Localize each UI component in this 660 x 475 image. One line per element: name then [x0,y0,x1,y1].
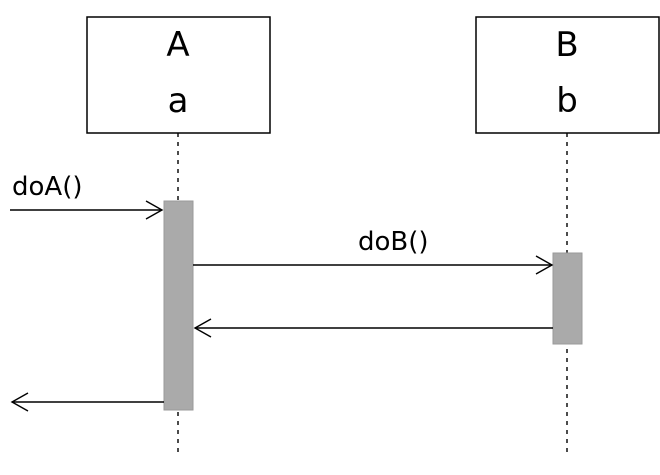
return-a-out-arrowhead [10,392,29,412]
participant-b-instance: b [556,81,578,121]
activation-bar-a [163,200,194,411]
activation-bar-b [552,252,583,345]
return-b-to-a-arrowhead [193,318,212,338]
message-doA-arrowhead [145,200,164,220]
participant-a-box [86,16,271,134]
participant-b-type: B [555,25,578,65]
participant-b-box [475,16,660,134]
message-doB-label: doB() [358,227,429,257]
message-doB: doB() [193,227,554,275]
message-return-a-out [10,392,164,412]
message-return-b-to-a [193,318,553,338]
message-doB-arrowhead [535,255,554,275]
message-doA-label: doA() [12,172,82,202]
participant-b: B b [475,16,660,134]
participant-a-instance: a [168,81,189,121]
participant-a-type: A [166,25,189,65]
participant-a: A a [86,16,271,134]
message-doA: doA() [10,172,164,220]
